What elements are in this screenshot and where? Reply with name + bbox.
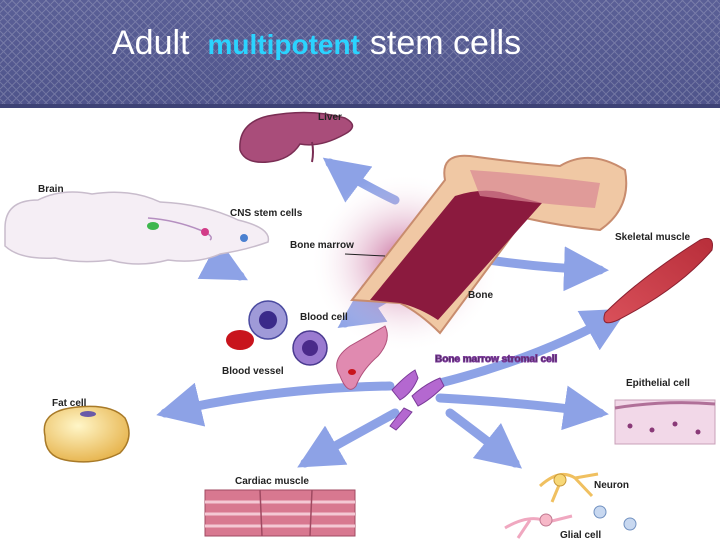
arrow-up-right (435, 308, 628, 388)
title-prefix: Adult (112, 24, 190, 62)
cns-stem-cell-dot (147, 222, 159, 230)
label-bone: Bone (468, 290, 493, 301)
label-brain: Brain (38, 184, 64, 195)
skeletal-muscle: Skeletal muscle (603, 232, 713, 324)
label-cardiac-muscle: Cardiac muscle (235, 476, 309, 487)
slide-title: Adult multipotent stem cells (112, 24, 521, 63)
fat-cell: Fat cell (43, 398, 130, 463)
arrow-to-neuron (445, 408, 523, 469)
header-texture (0, 0, 720, 108)
label-bone-marrow-stromal-cell: Bone marrow stromal cell (435, 354, 557, 365)
label-bone-marrow: Bone marrow (290, 240, 354, 251)
label-cns-stem-cells: CNS stem cells (230, 208, 303, 219)
stromal-cells: Bone marrow stromal cell (389, 354, 558, 431)
label-blood-vessel: Blood vessel (222, 366, 284, 377)
neuron-glial: Neuron Glial cell (504, 472, 637, 540)
bone (350, 154, 628, 335)
stem-cell-diagram: Liver Brain CNS stem cells Bone marrow B… (4, 111, 716, 540)
arrow-to-epithelial (435, 385, 609, 431)
cardiac-muscle: Cardiac muscle (204, 476, 356, 537)
bone-marrow-pointer (344, 253, 386, 257)
label-glial-cell: Glial cell (560, 530, 601, 540)
slide-header: Adult multipotent stem cells (0, 0, 720, 108)
arrow-to-fat-cell (156, 381, 395, 427)
header-rule (0, 104, 720, 108)
blood-cells: Blood cell Blood vessel (222, 300, 388, 390)
label-epithelial-cell: Epithelial cell (626, 378, 690, 389)
arrow-to-cardiac (297, 408, 400, 468)
epithelial-tissue: Epithelial cell (614, 378, 716, 445)
label-blood-cell: Blood cell (300, 312, 348, 323)
title-suffix: stem cells (369, 24, 522, 62)
label-neuron: Neuron (594, 480, 629, 491)
liver: Liver (239, 111, 354, 163)
brain: Brain CNS stem cells (4, 184, 303, 265)
label-skeletal-muscle: Skeletal muscle (615, 232, 690, 243)
label-fat-cell: Fat cell (52, 398, 87, 409)
title-emphasis: multipotent (207, 29, 360, 60)
label-liver: Liver (318, 112, 342, 123)
